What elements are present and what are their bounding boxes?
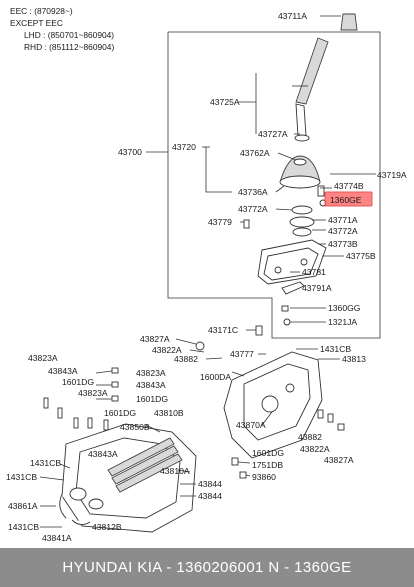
part-label-43823A-c[interactable]: 43823A — [136, 368, 166, 378]
note-line-2: EXCEPT EEC — [10, 18, 63, 28]
part-label-1431CB-bottom[interactable]: 1431CB — [8, 522, 39, 532]
shift-lever-part — [294, 37, 329, 142]
part-label-43773B[interactable]: 43773B — [328, 239, 358, 249]
part-label-1601DG-a[interactable]: 1601DG — [62, 377, 94, 387]
note-line-1: EEC : (870928~) — [10, 6, 73, 16]
part-label-1751DB[interactable]: 1751DB — [252, 460, 283, 470]
part-label-43725A[interactable]: 43725A — [210, 97, 240, 107]
part-label-43882-top[interactable]: 43882 — [174, 354, 198, 364]
part-label-43843A-left[interactable]: 43843A — [48, 366, 78, 376]
applicability-notes: EEC : (870928~) EXCEPT EEC LHD : (850701… — [10, 6, 114, 52]
part-number-labels: 43711A 43725A 43727A 43700 43720 43762A … — [6, 11, 407, 543]
exploded-parts-diagram: EEC : (870928~) EXCEPT EEC LHD : (850701… — [6, 6, 407, 543]
part-label-43775B[interactable]: 43775B — [346, 251, 376, 261]
gearbox-body-part — [61, 423, 197, 533]
transmission-case-part — [223, 351, 323, 479]
part-label-43822A-right[interactable]: 43822A — [300, 444, 330, 454]
part-label-43700[interactable]: 43700 — [118, 147, 142, 157]
part-label-43777[interactable]: 43777 — [230, 349, 254, 359]
part-label-43870A[interactable]: 43870A — [236, 420, 266, 430]
part-label-43772A-right[interactable]: 43772A — [328, 226, 358, 236]
part-label-1431CB-top[interactable]: 1431CB — [320, 344, 351, 354]
part-label-43844-a[interactable]: 43844 — [198, 479, 222, 489]
part-label-93860[interactable]: 93860 — [252, 472, 276, 482]
part-label-1600DA[interactable]: 1600DA — [200, 372, 231, 382]
part-label-43822A-top[interactable]: 43822A — [152, 345, 182, 355]
small-fasteners-part — [43, 341, 345, 525]
bracket-43725A-b — [238, 101, 257, 134]
part-label-43779[interactable]: 43779 — [208, 217, 232, 227]
leader-lines — [39, 85, 376, 528]
part-label-43719A[interactable]: 43719A — [377, 170, 407, 180]
part-label-43762A[interactable]: 43762A — [240, 148, 270, 158]
part-label-43781[interactable]: 43781 — [302, 267, 326, 277]
part-label-1601DG-c[interactable]: 1601DG — [136, 394, 168, 404]
part-label-43827A-top[interactable]: 43827A — [140, 334, 170, 344]
part-label-43791A[interactable]: 43791A — [302, 283, 332, 293]
part-label-1321JA[interactable]: 1321JA — [328, 317, 357, 327]
part-label-43844-b[interactable]: 43844 — [198, 491, 222, 501]
note-line-4: RHD : (851112~860904) — [24, 42, 114, 52]
note-line-3: LHD : (850701~860904) — [24, 30, 114, 40]
part-label-43823A-left[interactable]: 43823A — [28, 353, 58, 363]
shift-knob-part — [320, 13, 358, 31]
part-label-43827A-right[interactable]: 43827A — [324, 455, 354, 465]
part-label-43882-right[interactable]: 43882 — [298, 432, 322, 442]
part-label-1601DG-right[interactable]: 1601DG — [252, 448, 284, 458]
highlighted-part-callout[interactable]: 1360GE — [324, 191, 373, 207]
part-label-43812B[interactable]: 43812B — [92, 522, 122, 532]
part-label-1360GG[interactable]: 1360GG — [328, 303, 361, 313]
part-label-43711A[interactable]: 43711A — [278, 11, 307, 21]
part-label-43843A-d[interactable]: 43843A — [88, 449, 118, 459]
part-label-43772A-left[interactable]: 43772A — [238, 204, 268, 214]
part-label-1601DG-d[interactable]: 1601DG — [104, 408, 136, 418]
assembly-outline-43700 — [168, 31, 381, 298]
assembly-outline-43700-lower — [167, 32, 381, 339]
bracket-43720 — [205, 147, 232, 193]
part-label-43843A-c[interactable]: 43843A — [136, 380, 166, 390]
part-label-43823A-mid[interactable]: 43823A — [78, 388, 108, 398]
part-label-1431CB-left-2[interactable]: 1431CB — [6, 472, 37, 482]
part-label-43774B[interactable]: 43774B — [334, 181, 364, 191]
footer-text: HYUNDAI KIA - 1360206001 N - 1360GE — [62, 559, 352, 576]
part-label-43736A[interactable]: 43736A — [238, 187, 268, 197]
part-label-1431CB-left[interactable]: 1431CB — [30, 458, 61, 468]
shift-housing-plate-part — [257, 239, 327, 285]
part-label-43841A[interactable]: 43841A — [42, 533, 72, 543]
seat-ring-part — [289, 185, 327, 237]
part-label-43171C[interactable]: 43171C — [208, 325, 238, 335]
part-label-43850B[interactable]: 43850B — [120, 422, 150, 432]
part-label-43810B[interactable]: 43810B — [154, 408, 184, 418]
part-label-43727A[interactable]: 43727A — [258, 129, 288, 139]
link-and-screws-part — [243, 219, 305, 336]
highlighted-part-label[interactable]: 1360GE — [330, 195, 362, 205]
part-label-43771A[interactable]: 43771A — [328, 215, 358, 225]
part-label-43813[interactable]: 43813 — [342, 354, 366, 364]
shift-boot-part — [279, 155, 321, 189]
part-number-footer: HYUNDAI KIA - 1360206001 N - 1360GE — [0, 548, 414, 587]
part-label-43861A[interactable]: 43861A — [8, 501, 38, 511]
part-label-43810A[interactable]: 43810A — [160, 466, 190, 476]
part-label-43720[interactable]: 43720 — [172, 142, 196, 152]
